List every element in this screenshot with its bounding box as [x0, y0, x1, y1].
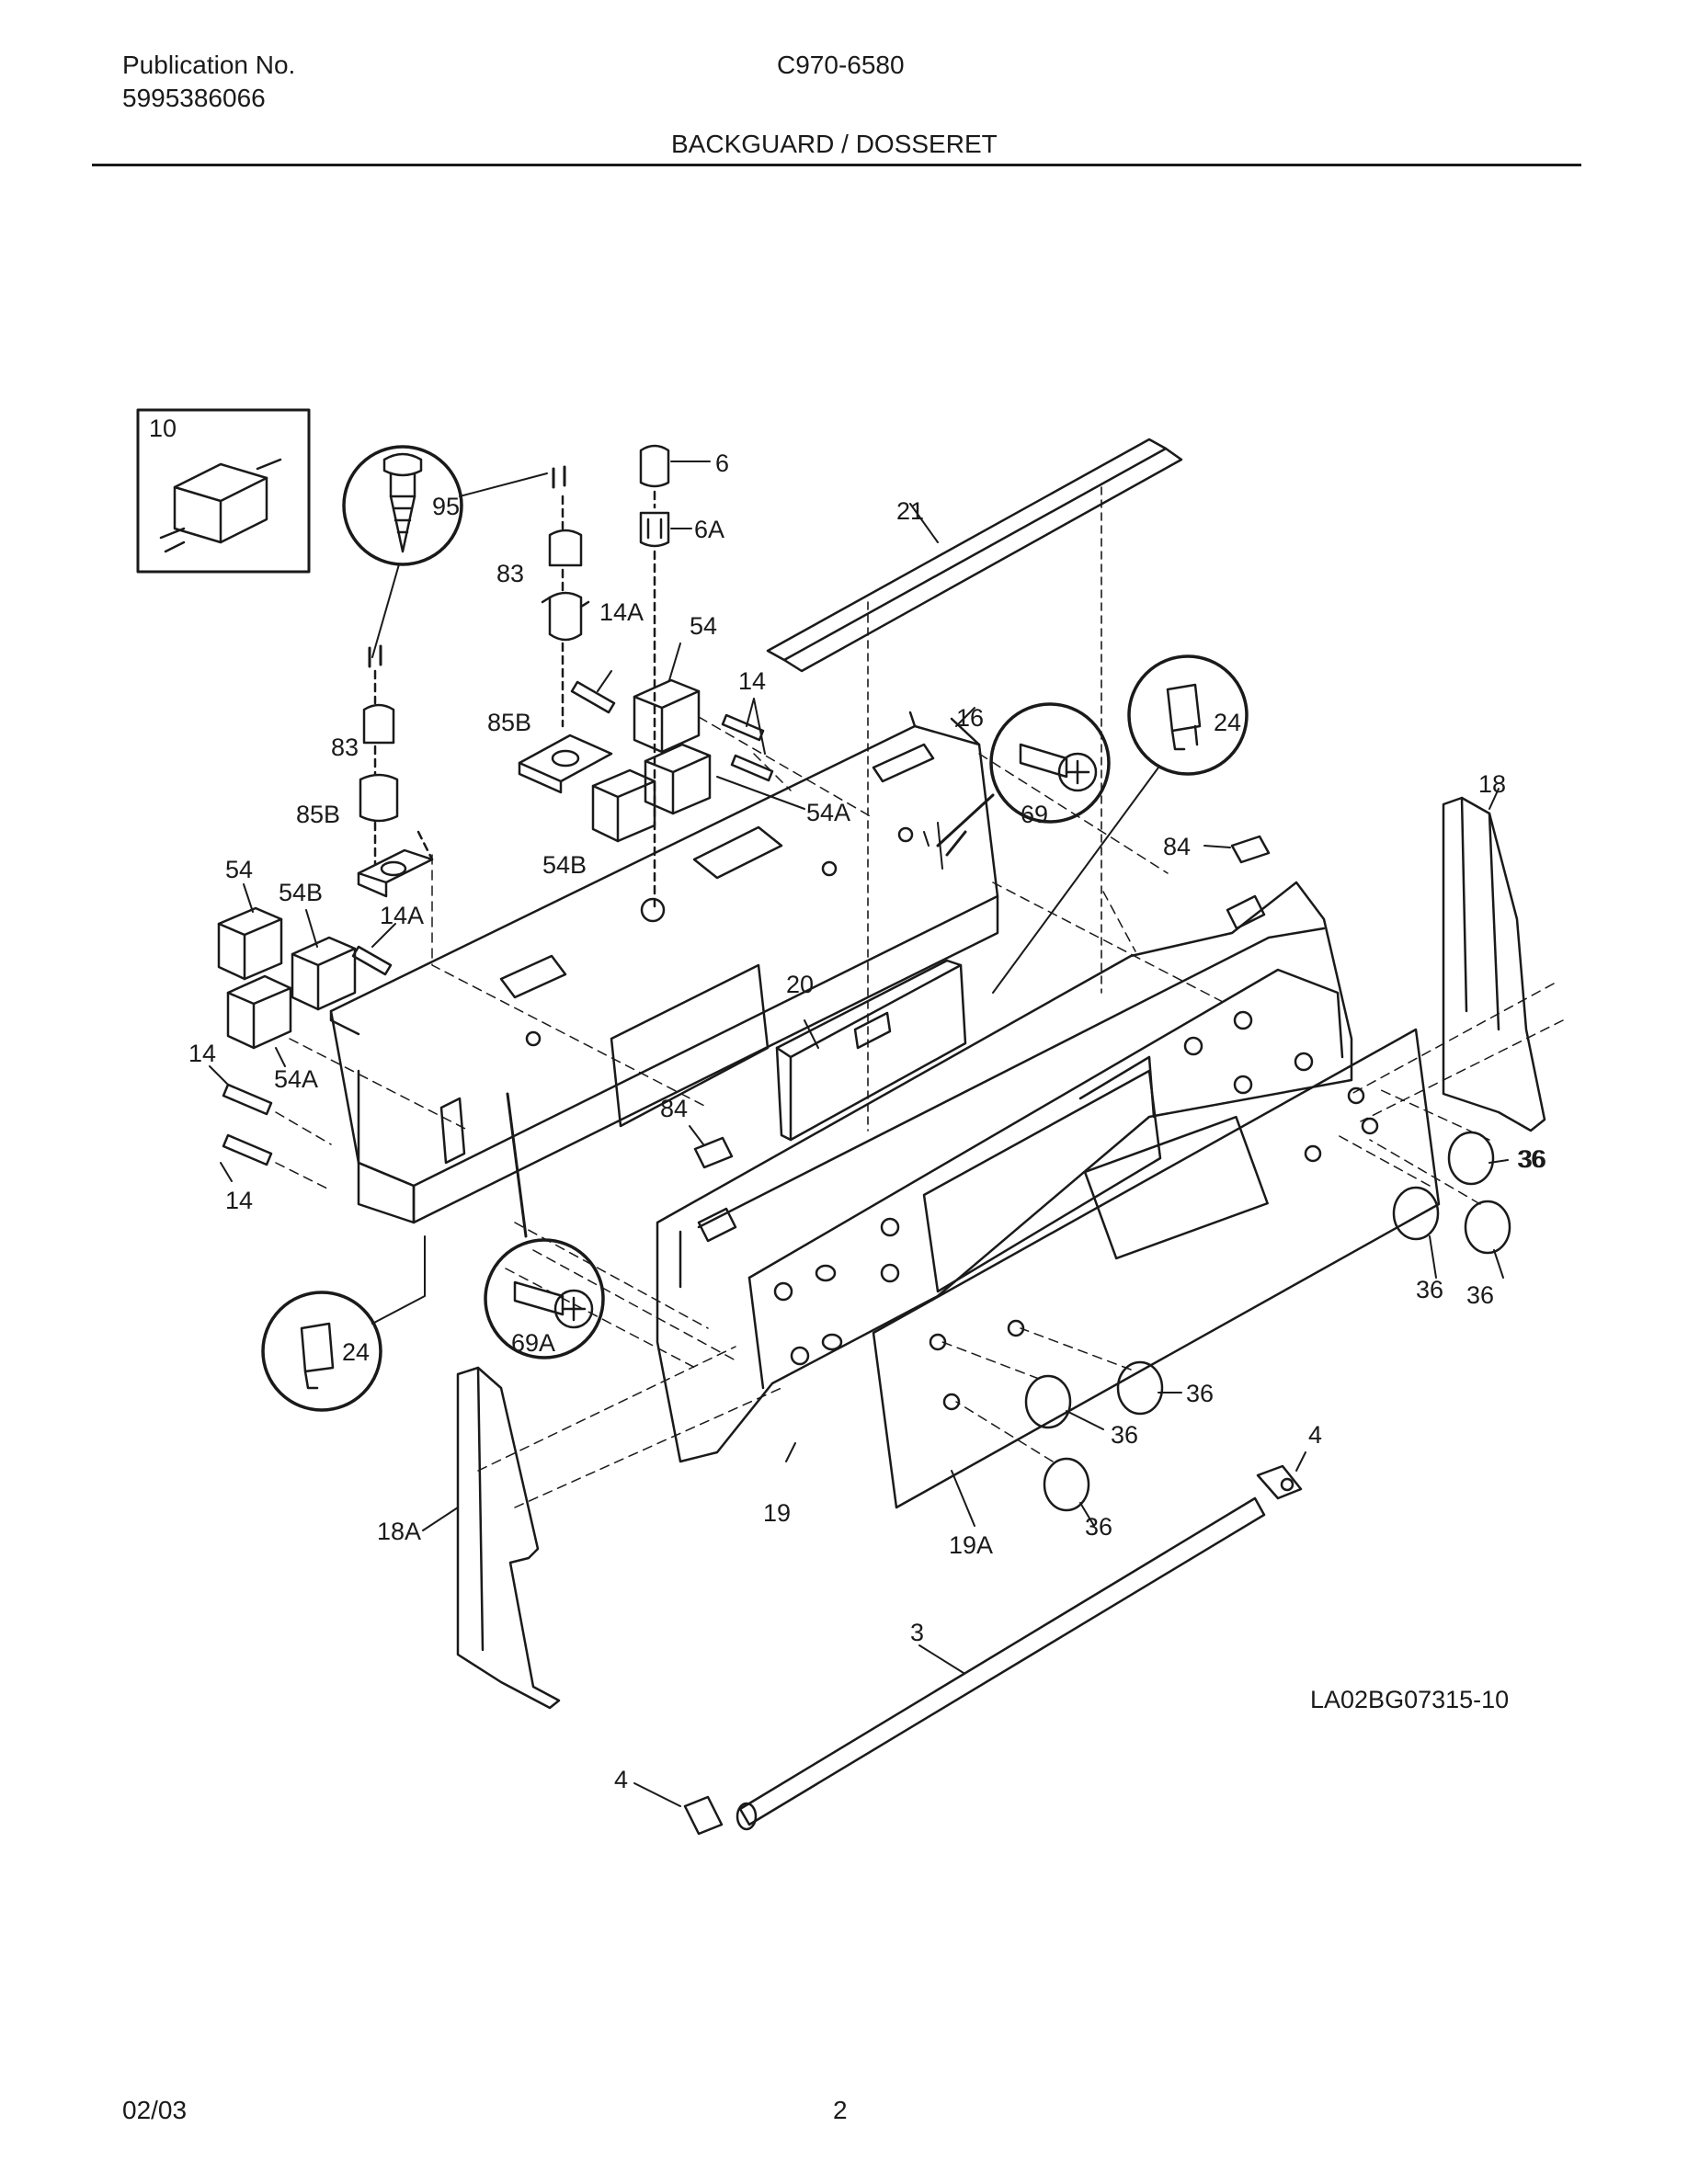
part-85b-bracket-lower: [357, 830, 434, 898]
part-4-rod-bracket-right: [1256, 1451, 1306, 1500]
part-6a-lamp-socket: [639, 490, 692, 912]
section-title: BACKGUARD / DOSSERET: [671, 130, 998, 158]
callout-95: 95: [432, 493, 460, 520]
part-24-switch-detail-lower: [261, 1235, 426, 1412]
callout-54-upper: 54: [690, 612, 717, 640]
part-54a-switch-upper: [644, 743, 805, 815]
part-6-lamp-cap: [639, 444, 711, 488]
callout-54-left: 54: [225, 856, 253, 883]
part-69-screw-detail: [936, 702, 1111, 847]
callout-labels: 10 95 83 83 85B 85B 6 6A 14A 14A 54 54 5…: [149, 415, 1546, 1793]
callout-83-lower: 83: [331, 734, 359, 761]
callout-6: 6: [715, 449, 729, 477]
callout-84-lower: 84: [660, 1095, 688, 1122]
part-54-switch-upper: [633, 643, 701, 754]
callout-36-e: 36: [1111, 1421, 1138, 1449]
part-20-control-board: [775, 959, 967, 1142]
part-54-switch-left: [217, 883, 283, 981]
callout-85b-lower: 85B: [296, 801, 340, 828]
part-19a-overlay: [872, 1028, 1441, 1527]
part-95-terminal-detail: [342, 445, 548, 658]
part-69a-screw-detail: [484, 1092, 605, 1359]
callout-69: 69: [1021, 801, 1048, 828]
callout-24-lower: 24: [342, 1338, 370, 1366]
header-rule: [92, 164, 1581, 166]
callout-19a: 19A: [949, 1531, 993, 1559]
callout-3: 3: [910, 1619, 924, 1646]
callout-14-upper: 14: [738, 667, 766, 695]
callout-4-left: 4: [614, 1766, 628, 1793]
part-4-rod-bracket-left: [633, 1782, 724, 1836]
callout-85b-upper: 85B: [487, 709, 531, 736]
callout-20: 20: [786, 971, 814, 998]
callout-36-g: 36: [1517, 1145, 1545, 1173]
callout-69a: 69A: [511, 1329, 555, 1357]
callout-6a: 6A: [694, 516, 724, 543]
callout-10: 10: [149, 415, 177, 442]
part-36-knobs: [1024, 1131, 1511, 1527]
callout-36-c: 36: [1466, 1281, 1494, 1309]
callout-54b-left: 54B: [279, 879, 323, 906]
callout-19: 19: [763, 1499, 791, 1527]
footer-page-number: 2: [833, 2096, 848, 2124]
diagram-code: LA02BG07315-10: [1310, 1686, 1510, 1713]
part-14a-connector-lower: [351, 923, 396, 976]
callout-14a-upper: 14A: [599, 598, 644, 626]
callout-83-upper: 83: [496, 560, 524, 587]
callout-54a-left: 54A: [274, 1065, 318, 1093]
part-18a-endcap-left: [422, 1366, 561, 1710]
part-84-clip-upper: [1203, 835, 1271, 864]
callout-24-upper: 24: [1214, 709, 1241, 736]
part-83-pilot-light-lower: [359, 644, 399, 866]
part-54a-switch-left: [226, 974, 292, 1067]
part-83-pilot-light-upper: [541, 465, 590, 728]
part-54b-switch-left: [291, 909, 357, 1011]
callout-54b-upper: 54B: [542, 851, 587, 879]
callout-21: 21: [896, 497, 924, 525]
assembly-guidelines: [275, 716, 1564, 1508]
part-14-connectors-left: [209, 1065, 273, 1182]
part-14a-connector-upper: [570, 670, 616, 714]
part-21-trim: [766, 438, 1183, 1132]
publication-number: 5995386066: [122, 84, 266, 112]
part-54b-switch-upper: [591, 768, 656, 843]
callout-18: 18: [1478, 770, 1506, 798]
callout-54a-upper: 54A: [806, 799, 850, 826]
part-85b-bracket-upper: [518, 734, 613, 794]
part-3-rod: [736, 1496, 1266, 1831]
callout-36-a: 36: [1519, 1145, 1546, 1173]
callout-18a: 18A: [377, 1518, 421, 1545]
callout-4-right: 4: [1308, 1421, 1322, 1449]
callout-36-d: 36: [1186, 1380, 1214, 1407]
part-18-endcap-right: [1442, 788, 1546, 1132]
part-16-backguard-frame: [329, 707, 999, 1224]
part-14-connector-upper: [721, 698, 774, 782]
callout-84-upper: 84: [1163, 833, 1191, 860]
part-19-console: [656, 881, 1353, 1463]
publication-label: Publication No.: [122, 51, 296, 79]
callout-14a-lower: 14A: [380, 902, 424, 929]
callout-36-b: 36: [1416, 1276, 1443, 1303]
callout-36-f: 36: [1085, 1513, 1112, 1541]
part-10-ballast: [136, 408, 311, 574]
model-number: C970-6580: [777, 51, 905, 79]
callout-16: 16: [956, 704, 984, 732]
footer-date: 02/03: [122, 2096, 188, 2124]
part-84-clip-lower: [689, 1125, 734, 1169]
part-24-switch-detail-upper: [992, 654, 1249, 994]
callout-14-left-b: 14: [225, 1187, 253, 1214]
callout-14-left-a: 14: [188, 1040, 216, 1067]
